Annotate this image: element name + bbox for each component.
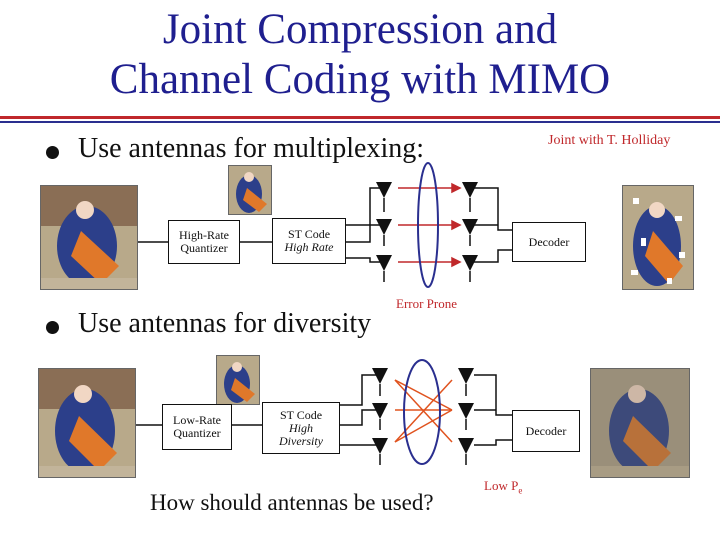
channel-ellipse-top xyxy=(417,162,439,288)
closing-question: How should antennas be used? xyxy=(150,490,434,515)
rx-antennas-top xyxy=(462,182,478,282)
low-pe-sub: e xyxy=(518,485,523,496)
high-rate-quantizer-box: High-Rate Quantizer xyxy=(168,220,240,264)
st-code-high-rate-box: ST Code High Rate xyxy=(272,218,346,264)
title-rule-red xyxy=(0,116,720,119)
low-pe-main: Low P xyxy=(484,478,519,493)
thumbnail-image-bottom xyxy=(216,355,260,405)
st-code-top-line1: ST Code xyxy=(287,227,331,241)
bullet-diversity: Use antennas for diversity xyxy=(78,308,372,339)
decoder-top-label: Decoder xyxy=(528,234,570,249)
parallel-channel-arrows xyxy=(398,182,462,268)
output-image-top-noisy xyxy=(622,185,694,290)
bullet-dot-2 xyxy=(46,321,59,334)
decoder-box-top: Decoder xyxy=(512,222,586,262)
st-code-high-diversity-box: ST Code High Diversity xyxy=(262,402,340,454)
tx-antennas-bottom xyxy=(372,368,388,465)
title-line-1: Joint Compression and xyxy=(162,6,558,53)
credit-text: Joint with T. Holliday xyxy=(548,133,671,148)
bullet-multiplexing: Use antennas for multiplexing: xyxy=(78,133,425,164)
decoder-bottom-label: Decoder xyxy=(525,423,567,438)
thumbnail-image-top xyxy=(228,165,272,215)
low-rate-quantizer-line2: Quantizer xyxy=(173,426,221,440)
title-line-2: Channel Coding with MIMO xyxy=(109,56,611,103)
source-image-top xyxy=(40,185,138,290)
low-rate-quantizer-box: Low-Rate Quantizer xyxy=(162,404,232,450)
tx-antennas-top xyxy=(376,182,392,282)
rx-antennas-bottom xyxy=(458,368,474,465)
channel-ellipse-bottom xyxy=(403,359,441,465)
st-code-bottom-line1: ST Code xyxy=(279,407,323,422)
source-image-bottom xyxy=(38,368,136,478)
low-pe-label: Low Pe xyxy=(484,478,522,496)
bullet-dot-1 xyxy=(46,146,59,159)
title-rule-blue xyxy=(0,121,720,123)
st-code-bottom-line3: Diversity xyxy=(279,433,323,448)
st-code-bottom-line2: High xyxy=(289,420,313,435)
st-code-top-line2: High Rate xyxy=(284,240,334,254)
high-rate-quantizer-line2: Quantizer xyxy=(180,241,228,255)
output-image-bottom-blurry xyxy=(590,368,690,478)
decoder-box-bottom: Decoder xyxy=(512,410,580,452)
low-rate-quantizer-line1: Low-Rate xyxy=(173,413,221,427)
error-prone-label: Error Prone xyxy=(396,296,458,311)
high-rate-quantizer-line1: High-Rate xyxy=(179,228,229,242)
